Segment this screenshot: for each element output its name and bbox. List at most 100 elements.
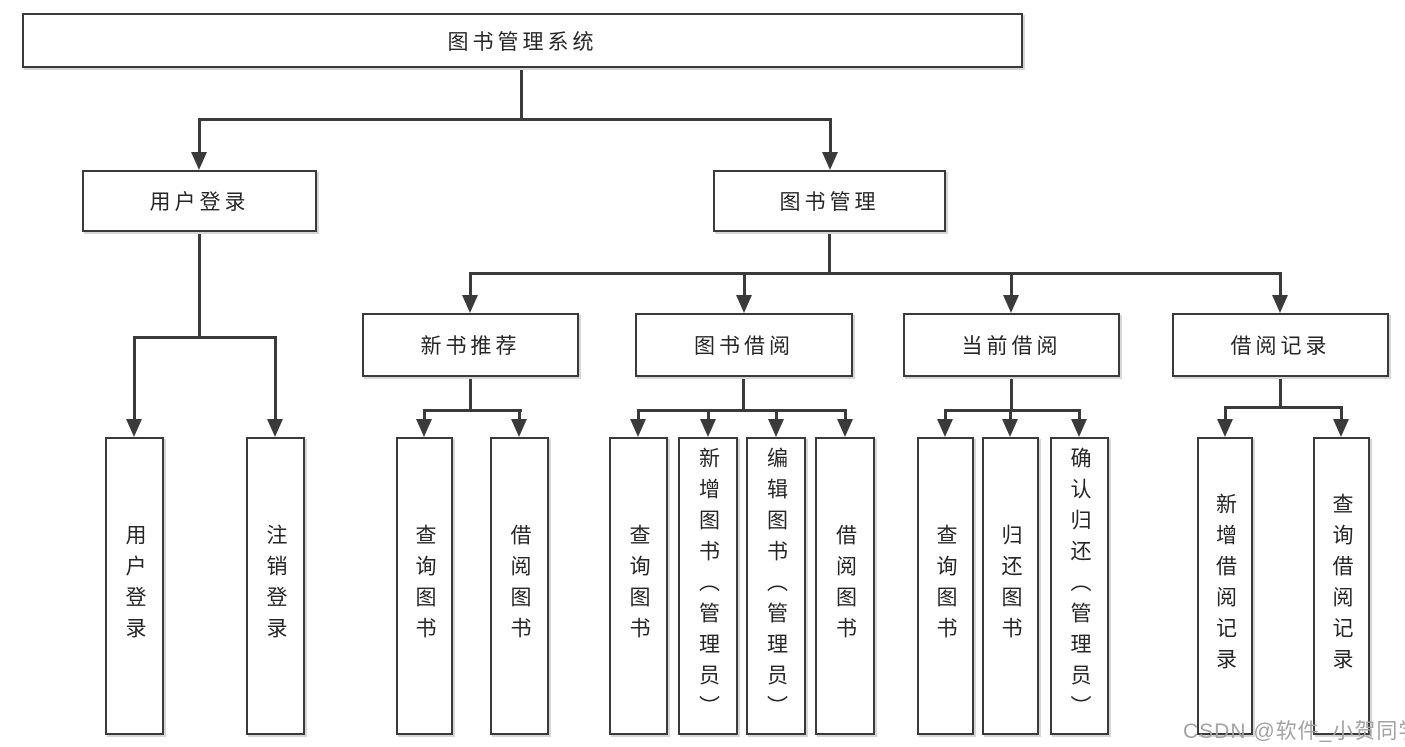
arrow-to-leaf-return-book [1002,409,1018,437]
leaf-borrow-books-2: 借阅图书 [815,437,875,735]
arrow-shaft [828,118,832,152]
arrow-shaft [774,409,778,419]
arrow-to-book-borrow [736,272,752,313]
leaf-add-book-admin: 新增图书（管理员） [678,437,738,735]
arrowhead-icon [736,295,752,313]
leaf-label: 归还图书 [999,524,1023,648]
leaf-label: 新增借阅记录 [1213,493,1237,679]
arrowhead-icon [1003,295,1019,313]
arrow-to-borrow-records [1272,272,1288,313]
leaf-query-books-3: 查询图书 [917,437,974,735]
arrow-shaft [197,118,201,152]
arrowhead-icon [768,419,784,437]
node-library-management-system: 图书管理系统 [22,13,1023,68]
leaf-user-login: 用户登录 [105,437,164,735]
arrowhead-icon [1002,419,1018,437]
leaf-label: 借阅图书 [508,524,532,648]
arrow-to-leaf-add-book [700,409,716,437]
leaf-query-books-2: 查询图书 [609,437,668,735]
arrow-to-leaf-add-borrow-record [1217,406,1233,437]
leaf-label: 查询图书 [934,524,958,648]
current-borrow-stem-line [1010,377,1013,409]
arrowhead-icon [1272,295,1288,313]
arrow-to-leaf-query-books-2 [630,409,646,437]
arrow-shaft [1009,272,1013,295]
node-current-borrow: 当前借阅 [903,313,1120,377]
borrow-records-stem-line [1279,377,1282,406]
book-management-stem-line [828,232,831,272]
arrowhead-icon [630,419,646,437]
arrowhead-icon [700,419,716,437]
book-borrow-stem-line [742,377,745,409]
arrowhead-icon [267,419,283,437]
leaf-return-book: 归还图书 [982,437,1039,735]
current-borrow-bracket-line [944,409,1081,412]
arrow-shaft [1008,409,1012,419]
arrow-shaft [1077,409,1081,419]
new-book-stem-line [469,377,472,409]
leaf-query-borrow-record: 查询借阅记录 [1313,437,1370,735]
node-book-borrow: 图书借阅 [635,313,853,377]
node-borrow-records: 借阅记录 [1172,313,1389,377]
arrow-shaft [1339,406,1343,419]
leaf-borrow-books-1: 借阅图书 [490,437,549,735]
arrow-shaft [517,409,521,419]
arrow-shaft [1278,272,1282,295]
arrowhead-icon [822,152,838,170]
arrow-to-user-login [191,118,207,170]
new-book-bracket-line [423,409,522,412]
arrow-to-leaf-query-books-3 [937,409,953,437]
arrow-shaft [706,409,710,419]
arrow-shaft [132,336,136,419]
leaf-confirm-return-admin: 确认归还（管理员） [1050,437,1109,735]
arrow-shaft [1223,406,1227,419]
arrow-to-leaf-user-login [126,336,142,437]
arrow-to-leaf-query-books-1 [416,409,432,437]
book-borrow-bracket-line [637,409,847,412]
arrow-to-leaf-logout [267,336,283,437]
leaf-query-books-1: 查询图书 [396,437,453,735]
arrow-to-leaf-query-borrow-record [1333,406,1349,437]
node-new-book-recommend: 新书推荐 [362,313,579,377]
arrowhead-icon [837,419,853,437]
arrowhead-icon [937,419,953,437]
arrowhead-icon [1333,419,1349,437]
arrow-to-leaf-edit-book [768,409,784,437]
arrow-shaft [742,272,746,295]
arrowhead-icon [462,295,478,313]
arrowhead-icon [416,419,432,437]
arrow-shaft [273,336,277,419]
root-stem-line [520,68,523,118]
node-user-login: 用户登录 [82,170,317,232]
leaf-label: 查询图书 [627,524,651,648]
arrowhead-icon [511,419,527,437]
arrowhead-icon [126,419,142,437]
arrow-to-leaf-borrow-books-2 [837,409,853,437]
node-book-management: 图书管理 [713,170,946,232]
book-management-bracket-line [469,272,1282,275]
arrow-to-leaf-confirm-return [1071,409,1087,437]
arrow-shaft [468,272,472,295]
leaf-label: 注销登录 [264,524,288,648]
csdn-watermark: CSDN @软件_小贺同学 [1183,720,1405,743]
arrowhead-icon [1071,419,1087,437]
leaf-add-borrow-record: 新增借阅记录 [1197,437,1253,735]
leaf-label: 用户登录 [123,524,147,648]
arrow-to-book-management [822,118,838,170]
arrow-to-new-book-recommend [462,272,478,313]
arrow-shaft [636,409,640,419]
arrow-shaft [843,409,847,419]
leaf-label: 借阅图书 [833,524,857,648]
arrow-to-leaf-borrow-books-1 [511,409,527,437]
leaf-label: 新增图书（管理员） [696,446,720,726]
arrow-shaft [943,409,947,419]
leaf-label: 查询图书 [413,524,437,648]
leaf-logout: 注销登录 [246,437,305,735]
leaf-label: 编辑图书（管理员） [764,446,788,726]
arrowhead-icon [1217,419,1233,437]
user-login-bracket-line [133,336,277,339]
leaf-label: 查询借阅记录 [1330,493,1354,679]
leaf-edit-book-admin: 编辑图书（管理员） [746,437,806,735]
leaf-label: 确认归还（管理员） [1068,446,1092,726]
